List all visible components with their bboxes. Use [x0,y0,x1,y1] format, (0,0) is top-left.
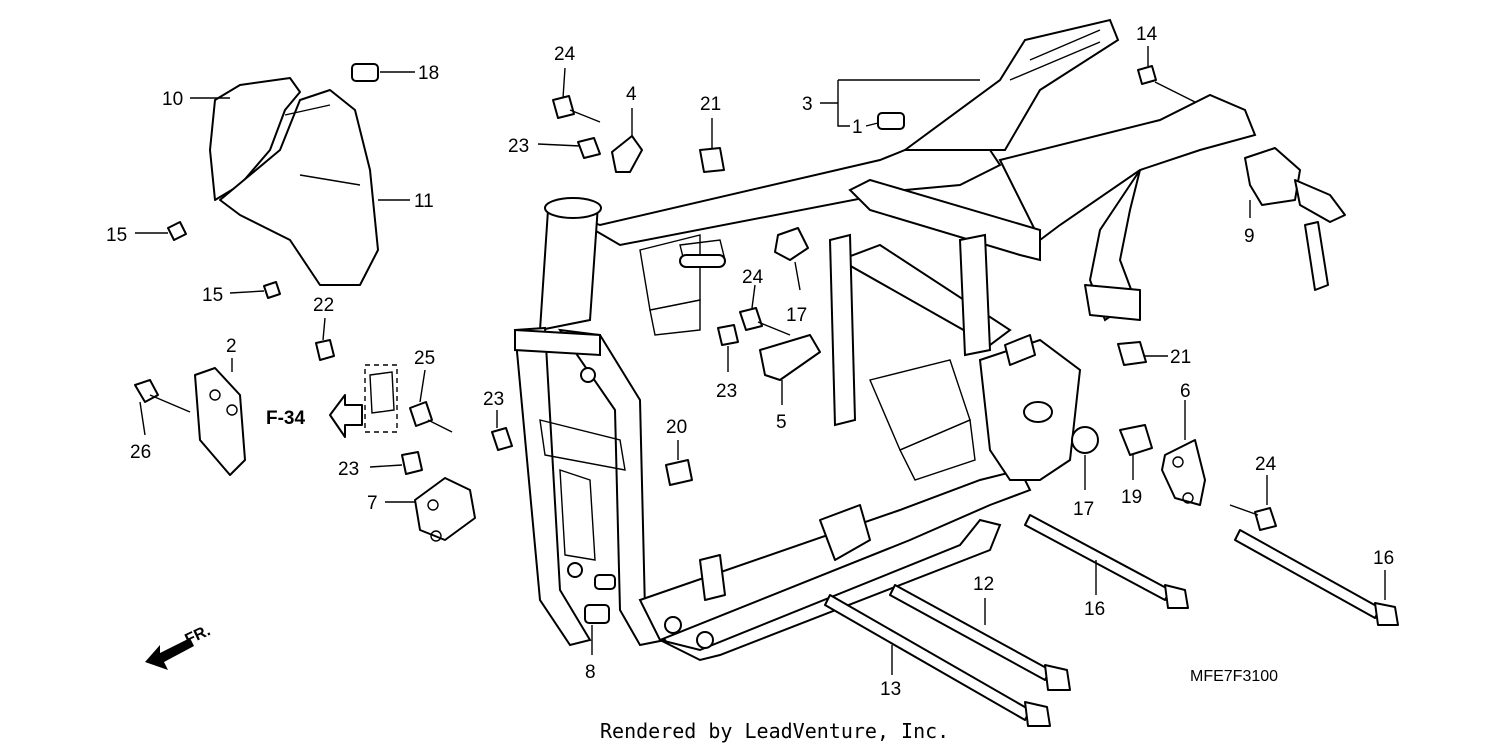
long-bolts [824,514,1399,727]
callout-21-right: 21 [1170,347,1191,368]
callout-20: 20 [666,417,687,438]
bolts-center-left [401,401,616,624]
footer-credit: Rendered by LeadVenture, Inc. [600,719,949,743]
callout-15-upper: 15 [106,225,127,246]
front-label: FR. [183,622,214,648]
callout-17-lower: 17 [1073,499,1094,520]
callout-23-center: 23 [716,381,737,402]
leader-lines [135,46,1386,675]
callout-18: 18 [418,63,439,84]
callout-2: 2 [226,336,237,357]
left-cover-parts [167,63,379,299]
callout-10: 10 [162,89,183,110]
callout-22: 22 [313,295,334,316]
callout-19: 19 [1121,487,1142,508]
callout-7: 7 [367,493,378,514]
callout-3: 3 [802,94,813,115]
diagram-code: MFE7F3100 [1190,668,1278,685]
callout-numbers: 24 4 21 3 1 14 18 10 11 23 9 15 15 22 2 … [106,24,1394,700]
front-arrow-icon: FR. [145,622,213,670]
callout-11: 11 [414,191,434,212]
callout-9: 9 [1244,226,1255,247]
callout-8: 8 [585,662,596,683]
callout-24-top: 24 [554,44,576,65]
callout-5: 5 [776,412,787,433]
callout-13: 13 [880,679,901,700]
callout-16-center: 16 [1084,599,1105,620]
bracket-2-group [134,367,246,476]
ignition-switch-9 [1244,147,1346,291]
callout-23-lower: 23 [338,459,359,480]
center-parts [665,227,1153,486]
callout-4: 4 [626,84,637,105]
callout-6: 6 [1180,381,1191,402]
callout-1: 1 [852,117,863,138]
callout-12: 12 [973,574,994,595]
callout-25: 25 [414,348,435,369]
callout-24-right: 24 [1255,454,1277,475]
callout-21-top: 21 [700,94,721,115]
bolt-22-plate [315,339,398,433]
right-bracket-6 [1161,439,1277,531]
callout-17-upper: 17 [786,305,807,326]
reference-label: F-34 [266,408,306,429]
main-frame [513,18,1257,662]
callout-16-right: 16 [1373,548,1394,569]
callout-23-left: 23 [483,389,504,410]
callout-14: 14 [1136,24,1158,45]
callout-15-lower: 15 [202,285,223,306]
f34-arrow [329,394,363,438]
callout-26: 26 [130,442,151,463]
callout-24-center: 24 [742,267,764,288]
callout-23-top: 23 [508,136,529,157]
